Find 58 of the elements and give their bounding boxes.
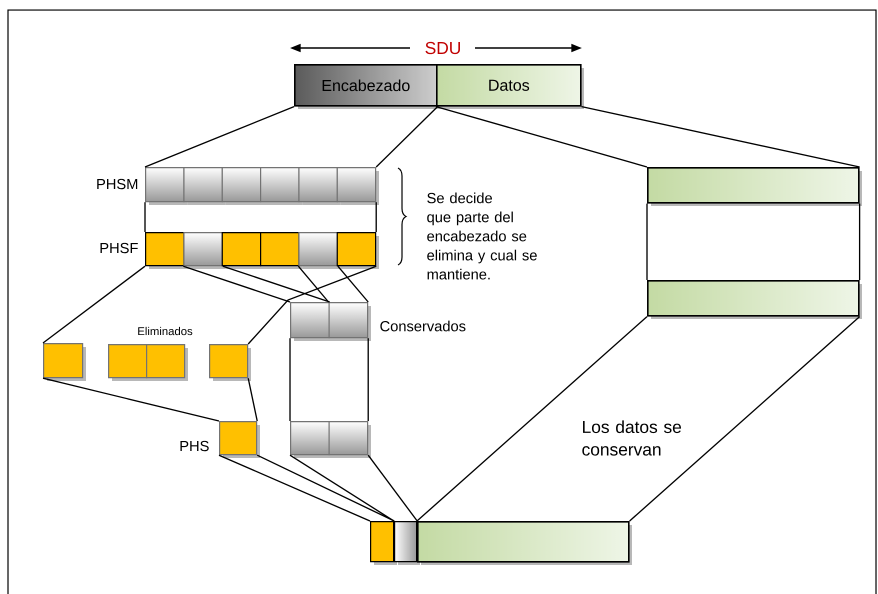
- data-block: [647, 167, 862, 206]
- projection-line: [222, 266, 330, 303]
- projection-line: [337, 266, 369, 302]
- projection-line: [290, 454, 394, 522]
- header-field: [183, 167, 226, 205]
- label: PHSF: [100, 242, 138, 254]
- projection-line: [248, 378, 258, 422]
- header-field: [108, 344, 150, 381]
- label: PHS: [180, 440, 209, 452]
- header-field: [260, 167, 302, 205]
- label: Se decide que parte del encabezado se elimina y cual se mantiene.: [427, 192, 537, 280]
- header-field: [328, 302, 371, 341]
- projection-line: [646, 204, 648, 280]
- header-field: [298, 167, 341, 205]
- projection-line: [256, 454, 394, 522]
- projection-line: [376, 106, 438, 168]
- projection-line: [416, 316, 648, 522]
- header-field: [290, 421, 332, 458]
- header-field: [290, 302, 332, 341]
- data-box: Datos: [436, 64, 584, 109]
- header-field: [183, 232, 226, 269]
- projection-line: [368, 338, 369, 421]
- header-field: [146, 344, 188, 381]
- label: Los datos se conservan: [582, 420, 682, 456]
- projection-line: [298, 266, 330, 302]
- label: SDU: [426, 42, 460, 54]
- projection-line: [289, 338, 291, 421]
- header-field: [328, 421, 371, 458]
- label: PHSM: [97, 178, 138, 190]
- projection-line: [218, 454, 370, 522]
- projection-line: [248, 266, 376, 344]
- header-field: [219, 421, 260, 458]
- header-field: [145, 167, 188, 205]
- label: Eliminados: [138, 326, 192, 336]
- projection-line: [42, 378, 220, 422]
- header-field: [209, 344, 251, 381]
- header-field: [222, 167, 264, 205]
- data-block: [647, 280, 862, 319]
- header-field: [222, 232, 264, 269]
- header-field: [336, 167, 379, 205]
- projection-line: [368, 454, 418, 522]
- projection-line: [629, 316, 860, 522]
- header-field: [43, 343, 86, 381]
- header-field: [298, 232, 341, 269]
- projection-line: [376, 202, 377, 232]
- projection-line: [144, 106, 294, 168]
- header-field: [370, 521, 397, 565]
- header-field: [260, 232, 302, 269]
- projection-line: [436, 106, 648, 168]
- header-box: Encabezado: [294, 64, 440, 109]
- header-field: [336, 232, 379, 269]
- header-field: [145, 232, 188, 269]
- projection-line: [42, 266, 146, 344]
- projection-line: [581, 106, 860, 168]
- label: Conservados: [380, 320, 466, 332]
- projection-line: [858, 204, 860, 280]
- projection-line: [183, 266, 290, 303]
- projection-line: [144, 202, 146, 232]
